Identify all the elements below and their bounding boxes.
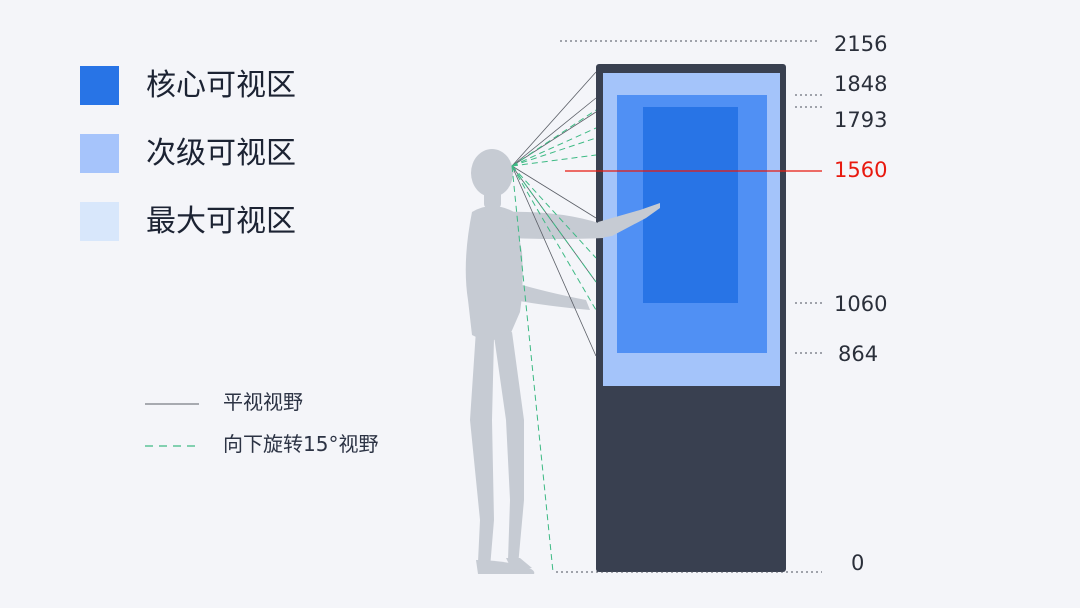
human-silhouette [465,149,660,574]
secondary-zone-swatch [80,134,119,173]
height-leader-lines [556,40,822,573]
max-zone-swatch [80,202,119,241]
core-zone-label: 核心可视区 [146,68,296,103]
height-label-2156: 2156 [834,32,887,56]
level-view-label: 平视视野 [223,390,303,414]
dashed-line-icon [145,445,199,447]
height-label-864: 864 [838,342,878,366]
downward-sight-lines [511,109,597,573]
height-label-1848: 1848 [834,72,887,96]
height-label-1560: 1560 [834,158,887,182]
max-zone-label: 最大可视区 [146,204,296,239]
height-label-1060: 1060 [834,292,887,316]
secondary-zone-label: 次级可视区 [146,136,296,171]
core-zone-swatch [80,66,119,105]
height-label-1793: 1793 [834,108,887,132]
height-label-0: 0 [851,551,864,575]
solid-line-icon [145,403,199,405]
downward-view-label: 向下旋转15°视野 [223,432,379,456]
